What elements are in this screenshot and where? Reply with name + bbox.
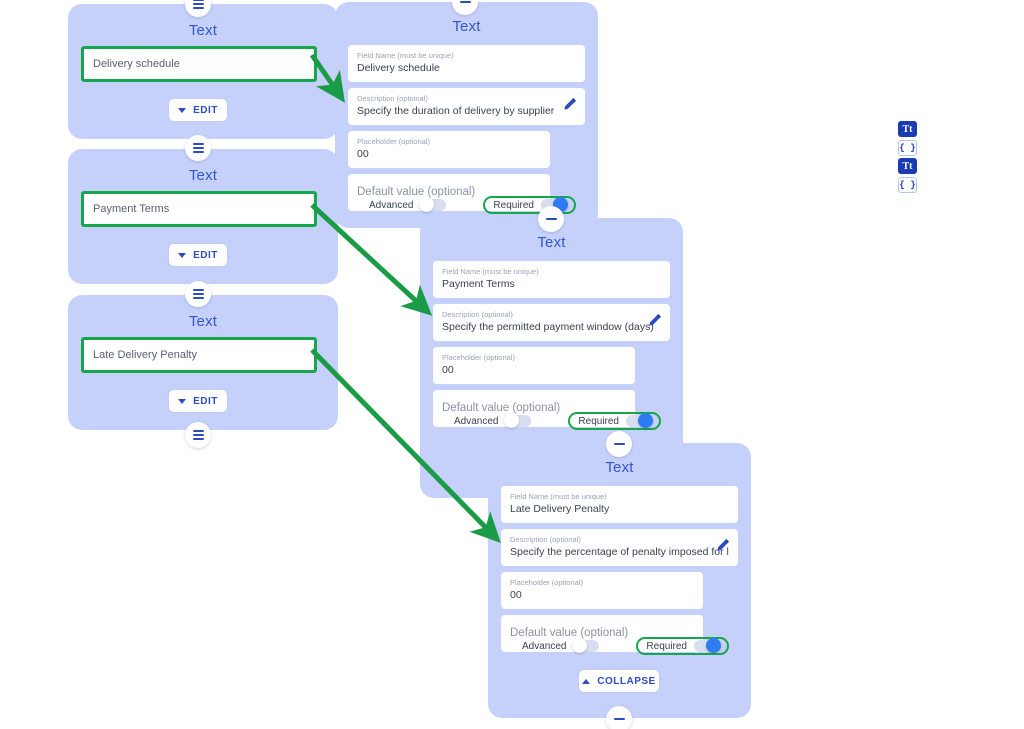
placeholder-label: Placeholder (optional) [510, 578, 583, 587]
collapse-handle-icon[interactable] [538, 206, 564, 232]
text-format-icon[interactable]: Tt [898, 158, 917, 174]
default-value-placeholder: Default value (optional) [357, 186, 476, 198]
summary-card-title: Text [188, 313, 218, 330]
toggles-row: Advanced Required [488, 635, 751, 657]
field-name-label: Field Name (must be unique) [357, 51, 454, 60]
chevron-down-icon [178, 252, 187, 258]
description-value: Specify the permitted payment window (da… [442, 321, 654, 333]
pencil-icon[interactable] [647, 313, 662, 328]
summary-card-delivery-schedule[interactable]: Text Delivery schedule EDIT [68, 4, 338, 139]
placeholder-icon-group: Tt { } [898, 121, 917, 156]
required-label: Required [646, 640, 687, 652]
description-label: Description (optional) [442, 310, 513, 319]
description-value: Specify the percentage of penalty impose… [510, 546, 729, 558]
advanced-toggle[interactable] [504, 413, 532, 428]
required-toggle-group[interactable]: Required [568, 412, 661, 430]
chevron-down-icon [178, 107, 187, 113]
field-name-label: Field Name (must be unique) [442, 267, 539, 276]
variable-braces-icon[interactable]: { } [898, 140, 917, 156]
variable-braces-icon[interactable]: { } [898, 177, 917, 193]
drag-handle-icon[interactable] [185, 281, 211, 307]
advanced-label: Advanced [369, 199, 414, 211]
required-label: Required [578, 415, 619, 427]
text-format-icon[interactable]: Tt [898, 121, 917, 137]
placeholder-label: Placeholder (optional) [442, 353, 515, 362]
field-name-input[interactable]: Late Delivery Penalty [81, 337, 317, 373]
advanced-toggle[interactable] [419, 197, 447, 212]
description-field[interactable]: Description (optional) Specify the perce… [501, 529, 738, 566]
required-toggle[interactable] [694, 638, 721, 653]
field-name-value: Delivery schedule [357, 62, 440, 74]
summary-card-payment-terms[interactable]: Text Payment Terms EDIT [68, 149, 338, 284]
edit-button[interactable]: EDIT [168, 389, 228, 413]
drag-handle-icon[interactable] [185, 0, 211, 17]
summary-card-late-delivery-penalty[interactable]: Text Late Delivery Penalty EDIT [68, 295, 338, 430]
default-value-icon-group: Tt { } [898, 158, 917, 193]
advanced-toggle-group[interactable]: Advanced [369, 197, 447, 212]
field-name-input[interactable]: Delivery schedule [81, 46, 317, 82]
placeholder-value: 00 [442, 364, 454, 376]
placeholder-label: Placeholder (optional) [357, 137, 430, 146]
edit-button[interactable]: EDIT [168, 243, 228, 267]
required-label: Required [493, 199, 534, 211]
drag-handle-icon[interactable] [185, 135, 211, 161]
description-field[interactable]: Description (optional) Specify the durat… [348, 88, 585, 125]
panel-title: Text [605, 459, 634, 476]
field-name-value: Payment Terms [442, 278, 515, 290]
advanced-toggle[interactable] [572, 638, 600, 653]
field-name-input[interactable]: Payment Terms [81, 191, 317, 227]
field-name-value: Late Delivery Penalty [510, 503, 610, 515]
collapse-handle-icon[interactable] [606, 706, 632, 729]
chevron-down-icon [178, 398, 187, 404]
panel-title: Text [537, 234, 566, 251]
description-label: Description (optional) [510, 535, 581, 544]
default-value-field[interactable]: Default value (optional) [501, 615, 703, 652]
pencil-icon[interactable] [715, 538, 730, 553]
field-name-field[interactable]: Field Name (must be unique) Delivery sch… [348, 45, 585, 82]
default-value-placeholder: Default value (optional) [510, 627, 629, 639]
detail-panel-delivery-schedule[interactable]: Text Field Name (must be unique) Deliver… [335, 2, 917, 228]
placeholder-field[interactable]: Placeholder (optional) 00 [501, 572, 703, 609]
description-field[interactable]: Description (optional) Specify the permi… [433, 304, 670, 341]
description-value: Specify the duration of delivery by supp… [357, 105, 555, 117]
drag-handle-icon[interactable] [185, 422, 211, 448]
panel-title: Text [452, 18, 481, 35]
required-toggle[interactable] [626, 413, 653, 428]
collapse-button[interactable]: COLLAPSE [578, 669, 660, 693]
edit-button-label: EDIT [193, 104, 218, 116]
chevron-up-icon [582, 678, 591, 684]
required-toggle-group[interactable]: Required [636, 637, 729, 655]
field-name-field[interactable]: Field Name (must be unique) Payment Term… [433, 261, 670, 298]
edit-button-label: EDIT [193, 395, 218, 407]
collapse-handle-icon[interactable] [606, 431, 632, 457]
advanced-toggle-group[interactable]: Advanced [454, 413, 532, 428]
placeholder-field[interactable]: Placeholder (optional) 00 [433, 347, 635, 384]
toggles-row: Advanced Required [420, 410, 683, 432]
pencil-icon[interactable] [562, 97, 577, 112]
advanced-label: Advanced [522, 640, 567, 652]
description-label: Description (optional) [357, 94, 428, 103]
field-name-field[interactable]: Field Name (must be unique) Late Deliver… [501, 486, 738, 523]
advanced-toggle-group[interactable]: Advanced [522, 638, 600, 653]
collapse-button-label: COLLAPSE [597, 675, 656, 687]
advanced-label: Advanced [454, 415, 499, 427]
summary-card-title: Text [188, 167, 218, 184]
field-name-label: Field Name (must be unique) [510, 492, 607, 501]
detail-panel-late-delivery-penalty[interactable]: Text Field Name (must be unique) Late De… [488, 443, 751, 718]
collapse-handle-icon[interactable] [452, 0, 478, 15]
edit-button-label: EDIT [193, 249, 218, 261]
edit-button[interactable]: EDIT [168, 98, 228, 122]
placeholder-value: 00 [357, 148, 369, 160]
summary-card-title: Text [188, 22, 218, 39]
placeholder-field[interactable]: Placeholder (optional) 00 [348, 131, 550, 168]
placeholder-value: 00 [510, 589, 522, 601]
